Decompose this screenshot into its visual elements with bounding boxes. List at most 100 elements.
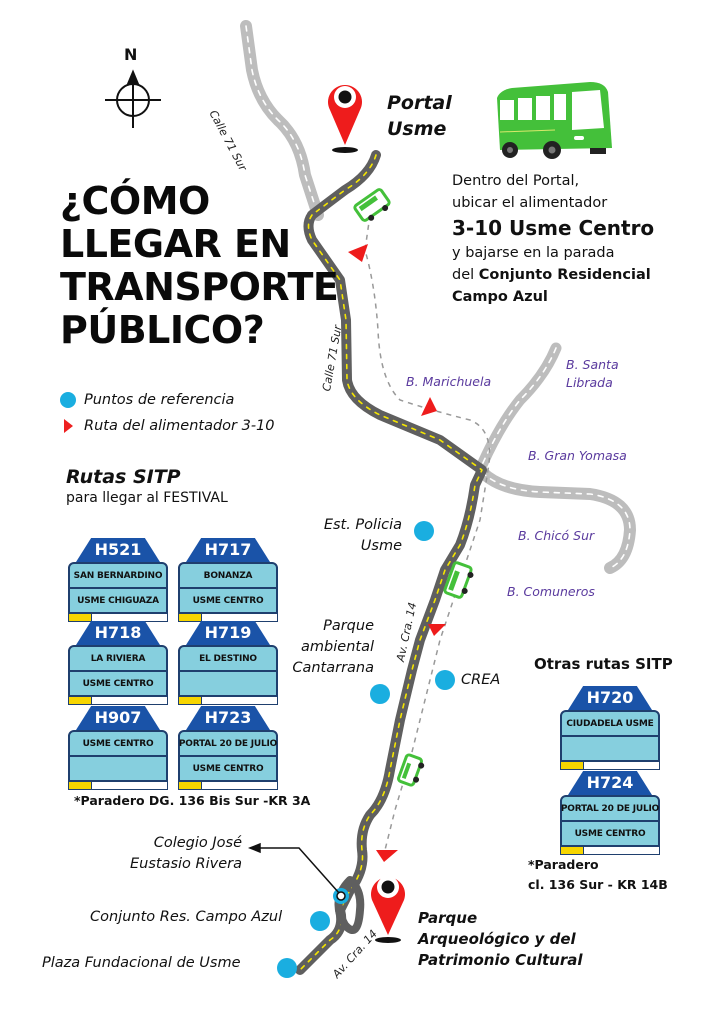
route-destination — [70, 755, 166, 780]
place-label-line: Cantarrana — [292, 660, 374, 676]
destination-label: Parque Arqueológico y del Patrimonio Cul… — [418, 908, 583, 971]
reference-point-icon — [60, 392, 76, 408]
route-origin: SAN BERNARDINO — [73, 570, 163, 581]
stop-name: Conjunto Residencial — [478, 267, 651, 283]
barrio-label: B. Comuneros — [507, 584, 595, 599]
portal-usme-label: Portal Usme — [387, 90, 452, 142]
route-origin: PORTAL 20 DE JULIO — [560, 803, 660, 814]
route-destination: USME CENTRO — [70, 670, 166, 695]
destination-label-line: Patrimonio Cultural — [418, 951, 583, 969]
place-label-campo-azul: Conjunto Res. Campo Azul — [90, 909, 283, 925]
map-pin-icon-portal — [328, 84, 362, 153]
sitp-stop-note: *Paradero DG. 136 Bis Sur -KR 3A — [74, 793, 311, 808]
place-label-line: Est. Policia — [323, 517, 402, 533]
place-label-line: ambiental — [301, 639, 374, 655]
reference-point-crea — [435, 670, 455, 690]
instruction-line: ubicar el alimentador — [452, 195, 608, 211]
barrio-label: B. Santa Librada — [566, 356, 619, 392]
compass-icon — [105, 69, 161, 128]
route-destination: USME CENTRO — [562, 820, 658, 845]
route-code: H521 — [94, 540, 142, 559]
instruction-line: y bajarse en la parada — [452, 245, 615, 261]
legend-item: Puntos de referencia — [60, 387, 275, 413]
destination-label-line: Parque — [418, 909, 478, 927]
route-arrow-icon — [64, 419, 73, 433]
route-destination: USME CENTRO — [180, 755, 276, 780]
route-arrow-icon — [348, 244, 368, 262]
title-line: ¿CÓMO — [60, 179, 210, 223]
page-title: ¿CÓMO LLEGAR EN TRANSPORTE PÚBLICO? — [60, 179, 339, 352]
stop-note-line: cl. 136 Sur - KR 14B — [528, 877, 668, 892]
reference-point-campo-azul — [310, 911, 330, 931]
route-origin: EL DESTINO — [199, 653, 257, 664]
sitp-route-sign: H723 PORTAL 20 DE JULIO USME CENTRO — [178, 706, 278, 790]
reference-point-plaza — [277, 958, 297, 978]
sitp-subheading: para llegar al FESTIVAL — [66, 490, 228, 506]
side-roads — [240, 20, 636, 574]
place-label-crea: CREA — [461, 672, 501, 688]
route-destination: USME CENTRO — [180, 587, 276, 612]
route-origin: PORTAL 20 DE JULIO — [178, 738, 278, 749]
route-code: H723 — [204, 708, 252, 727]
route-destination — [180, 670, 276, 695]
route-code: H719 — [204, 623, 252, 642]
barrio-label-line: B. Santa — [566, 357, 619, 372]
place-label-policia: Est. Policia Usme — [300, 515, 402, 557]
other-sitp-heading: Otras rutas SITP — [534, 655, 673, 673]
stop-note-line: *Paradero — [528, 857, 599, 872]
sitp-route-sign: H907 USME CENTRO — [68, 706, 168, 790]
route-code: H907 — [94, 708, 142, 727]
destination-label-line: Arqueológico y del — [418, 930, 576, 948]
barrio-label: B. Gran Yomasa — [528, 448, 627, 463]
route-arrows — [348, 244, 446, 862]
map-pin-icon-destination — [371, 876, 405, 943]
reference-point-cantarrana — [370, 684, 390, 704]
barrio-label-line: Librada — [566, 375, 613, 390]
instruction-text: del — [452, 267, 479, 283]
place-label-plaza: Plaza Fundacional de Usme — [42, 955, 241, 971]
legend-label: Ruta del alimentador 3-10 — [84, 418, 275, 434]
legend-label: Puntos de referencia — [84, 392, 235, 408]
barrio-label: B. Marichuela — [406, 374, 492, 389]
instructions: Dentro del Portal, ubicar el alimentador… — [452, 170, 654, 308]
title-line: LLEGAR EN — [60, 222, 291, 266]
route-origin: LA RIVIERA — [90, 653, 146, 664]
route-destination: USME CHIGUAZA — [70, 587, 166, 612]
title-line: PÚBLICO? — [60, 308, 265, 352]
route-arrow-icon — [376, 850, 398, 862]
feeder-route-name: 3-10 Usme Centro — [452, 216, 655, 240]
bus-icon — [397, 753, 425, 787]
route-arrow-icon — [428, 624, 446, 636]
stop-name: Campo Azul — [452, 289, 548, 305]
route-origin: CIUDADELA USME — [566, 718, 654, 729]
instruction-line: del Conjunto Residencial — [452, 264, 654, 286]
place-label-cantarrana: Parque ambiental Cantarrana — [270, 616, 374, 679]
place-label-colegio: Colegio José Eustasio Rivera — [130, 833, 242, 875]
route-origin: USME CENTRO — [82, 738, 154, 749]
place-label-line: Colegio José — [153, 835, 242, 851]
place-label-line: Eustasio Rivera — [130, 856, 242, 872]
bus-icon — [353, 188, 391, 222]
sitp-route-sign: H719 EL DESTINO — [178, 621, 278, 705]
reference-point-policia — [414, 521, 434, 541]
colegio-pointer-arrow — [247, 842, 340, 894]
sitp-routes-heading: Rutas SITP para llegar al FESTIVAL — [66, 466, 228, 506]
other-sitp-stop-note: *Paradero cl. 136 Sur - KR 14B — [528, 855, 668, 895]
legend-item: Ruta del alimentador 3-10 — [60, 413, 275, 439]
instruction-line: Dentro del Portal, — [452, 173, 580, 189]
title-line: TRANSPORTE — [60, 265, 339, 309]
sitp-heading: Rutas SITP — [66, 466, 181, 488]
barrio-label: B. Chicó Sur — [518, 528, 595, 543]
portal-label-line: Portal — [387, 92, 452, 114]
place-label-line: Parque — [323, 618, 374, 634]
bus-icon — [443, 561, 474, 599]
route-destination — [562, 735, 658, 760]
route-arrow-icon — [421, 397, 437, 416]
sitp-route-sign: H720 CIUDADELA USME — [560, 686, 660, 770]
road-gran-yomasa — [476, 466, 636, 574]
route-code: H720 — [586, 688, 634, 707]
